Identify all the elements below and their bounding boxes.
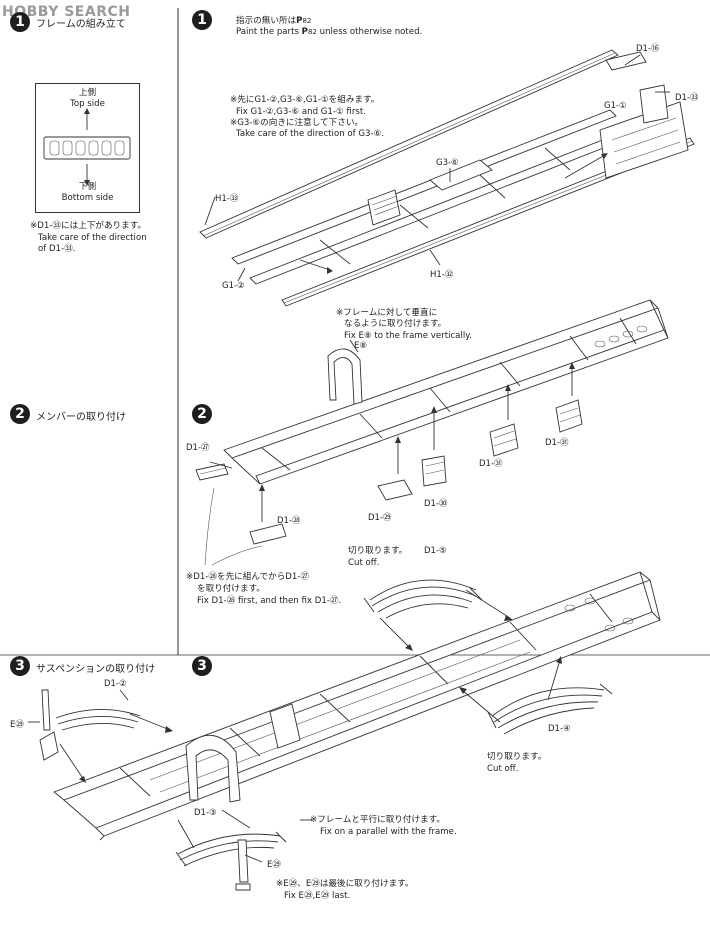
label-e29b: E㉙ bbox=[267, 860, 281, 870]
label-d1-3: D1-③ bbox=[194, 808, 217, 818]
label-g3-6: G3-⑥ bbox=[436, 158, 459, 168]
label-d1-4: D1-④ bbox=[548, 724, 571, 734]
step2-bottom-jp2: を取り付けます。 bbox=[197, 584, 265, 594]
watermark: HOBBY SEARCH bbox=[2, 4, 130, 20]
step2-bottom-jp1: ※D1-㉘を先に組んでからD1-㉗ bbox=[186, 572, 310, 582]
step3-parallel-en: Fix on a parallel with the frame. bbox=[320, 827, 457, 837]
d133-note-en2: of D1-㉝. bbox=[38, 244, 76, 254]
left-step1-badge: 1 bbox=[10, 12, 30, 32]
step1-instr-en: Paint the parts P82 unless otherwise not… bbox=[236, 27, 423, 37]
step2-note-en: Fix E⑧ to the frame vertically. bbox=[344, 331, 472, 341]
step2-bottom-en: Fix D1-㉘ first, and then fix D1-㉗. bbox=[197, 596, 342, 606]
label-d1-30: D1-㉚ bbox=[424, 499, 448, 509]
left-step2-title: メンバーの取り付け bbox=[36, 412, 126, 423]
label-d1-5: D1-⑤ bbox=[424, 546, 447, 556]
left-step3-badge: 3 bbox=[10, 656, 30, 676]
step3-cut-en: Cut off. bbox=[348, 558, 380, 568]
step2-note-jp1: ※フレームに対して垂直に bbox=[336, 308, 438, 318]
label-e8: E⑧ bbox=[354, 341, 367, 351]
label-h1-83: H1-㉝ bbox=[215, 194, 239, 204]
step1-note2-jp: ※G3-⑥の向きに注意して下さい。 bbox=[230, 118, 364, 128]
label-d1-31a: D1-㉛ bbox=[479, 459, 503, 469]
step3-last-jp: ※E㉙、E㉙は最後に取り付けます。 bbox=[276, 879, 414, 889]
left-step1-title: フレームの組み立て bbox=[36, 19, 126, 30]
step2-note-jp2: なるように取り付けます。 bbox=[344, 319, 447, 329]
step3-parallel-jp: ※フレームと平行に取り付けます。 bbox=[310, 815, 445, 825]
left-step3-title: サスペンションの取り付け bbox=[36, 664, 156, 675]
step1-instr-jp: 指示の無い所はP82 bbox=[236, 16, 312, 26]
step1-note1-jp: ※先にG1-②,G3-⑥,G1-①を組みます。 bbox=[230, 95, 380, 105]
step2-badge: 2 bbox=[192, 404, 212, 424]
label-d1-2: D1-② bbox=[104, 679, 127, 689]
label-d1-29: D1-㉙ bbox=[368, 513, 392, 523]
bottom-side-en: Bottom side bbox=[61, 193, 114, 203]
label-d1-27: D1-㉗ bbox=[186, 443, 210, 453]
label-e29a: E㉙ bbox=[10, 720, 24, 730]
label-d1-28: D1-㉘ bbox=[277, 516, 301, 526]
top-side-jp: 上側 bbox=[78, 88, 97, 98]
step1-note2-en: Take care of the direction of G3-⑥. bbox=[236, 129, 385, 139]
step3-cut2-en: Cut off. bbox=[487, 764, 519, 774]
watermark-text: HOBBY SEARCH bbox=[2, 4, 131, 20]
step3-last-en: Fix E㉙,E㉙ last. bbox=[284, 891, 351, 901]
direction-diagram-box: 上側 Top side 下側 Bottom side bbox=[35, 83, 140, 213]
step3-cut2-jp: 切り取ります。 bbox=[487, 752, 547, 762]
label-d1-16: D1-⑯ bbox=[636, 44, 660, 54]
step3-cut-jp: 切り取ります。 bbox=[348, 546, 408, 556]
label-g1-2: G1-② bbox=[222, 281, 245, 291]
label-g1-1: G1-① bbox=[604, 101, 627, 111]
d133-note-jp: ※D1-㉝には上下があります。 bbox=[30, 221, 147, 231]
step3-badge: 3 bbox=[192, 656, 212, 676]
bottom-side-jp: 下側 bbox=[78, 182, 97, 192]
step1-note1-en: Fix G1-②,G3-⑥ and G1-① first. bbox=[236, 107, 366, 117]
label-d1-31b: D1-㉛ bbox=[545, 438, 569, 448]
d133-note-en1: Take care of the direction bbox=[38, 233, 147, 243]
label-h1-82: H1-㉜ bbox=[430, 270, 454, 280]
left-step2-badge: 2 bbox=[10, 404, 30, 424]
step1-badge: 1 bbox=[192, 10, 212, 30]
label-d1-33: D1-㉝ bbox=[675, 93, 699, 103]
top-side-en: Top side bbox=[70, 99, 105, 109]
